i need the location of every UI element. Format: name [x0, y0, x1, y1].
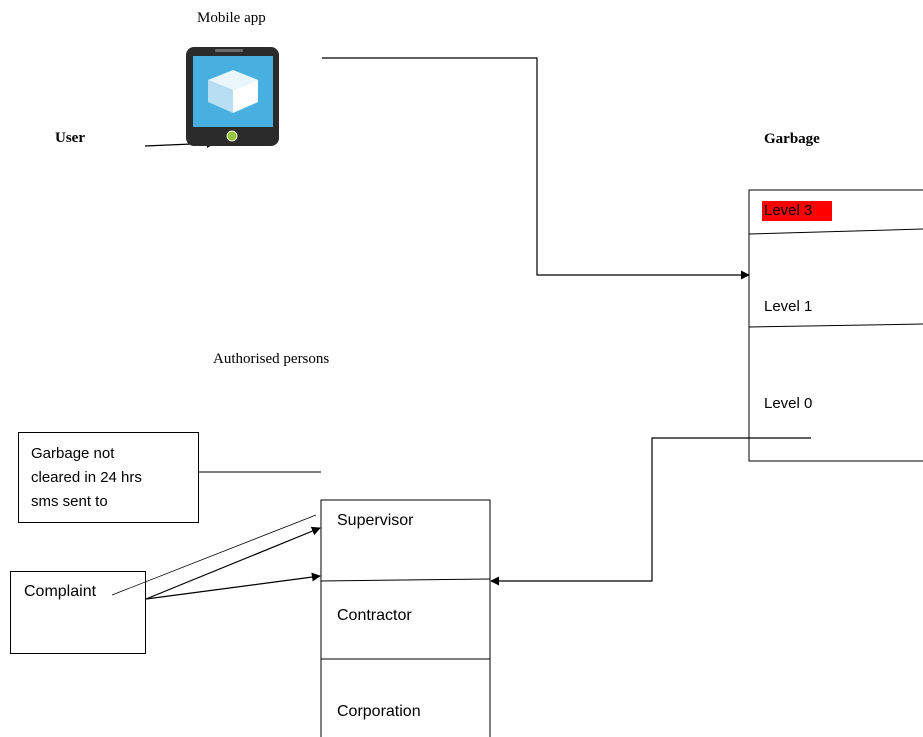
role-supervisor: Supervisor [337, 512, 414, 529]
garbage-label: Garbage [764, 131, 820, 147]
sms-note-line-1: Garbage not [31, 445, 115, 462]
bin-divider-top [748, 228, 923, 235]
complaint-arrow-supervisor [145, 526, 321, 600]
app-to-bin-connector [322, 57, 750, 280]
authorised-persons-label: Authorised persons [213, 351, 330, 367]
level-3-highlight [762, 201, 832, 221]
bin-divider-mid [748, 323, 923, 328]
role-corporation: Corporation [337, 703, 421, 720]
sms-note-line-3: sms sent to [31, 493, 108, 510]
complaint-arrow-divider [145, 572, 321, 600]
sms-note-line-2: cleared in 24 hrs [31, 469, 142, 486]
authority-box [320, 499, 491, 737]
role-contractor: Contractor [337, 607, 412, 624]
bin-to-authority-connector [490, 437, 811, 586]
complaint-label: Complaint [24, 583, 97, 600]
level-3-label: Level 3 [764, 202, 813, 219]
smartphone-icon [186, 47, 279, 146]
authority-divider-1 [320, 578, 491, 582]
mobile-app-label: Mobile app [197, 10, 266, 26]
sms-note-box [18, 432, 199, 523]
complaint-box [10, 571, 146, 654]
complaint-thin-line [111, 514, 317, 596]
sms-note-text: Garbage not cleared in 24 hrs sms sent t… [31, 442, 142, 514]
level-0-label: Level 0 [764, 395, 813, 412]
level-1-label: Level 1 [764, 298, 813, 315]
user-label: User [55, 130, 85, 146]
garbage-bin-box [748, 189, 923, 462]
